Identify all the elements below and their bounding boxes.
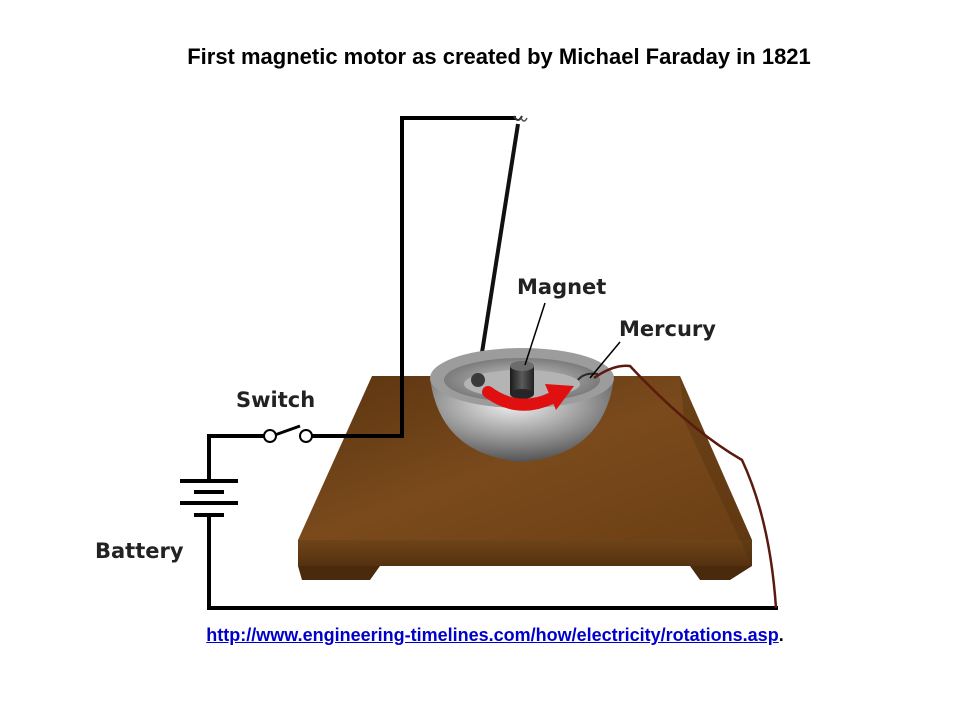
lead-wire — [577, 364, 778, 609]
label-leaders — [524, 302, 621, 379]
battery-label: Battery — [95, 539, 184, 563]
rotation-arrow-icon — [482, 384, 574, 411]
page-title: First magnetic motor as created by Micha… — [187, 44, 811, 69]
hanging-wire — [476, 115, 528, 379]
circuit-wire — [207, 116, 778, 610]
battery-icon — [180, 479, 238, 517]
magnet — [510, 361, 534, 399]
mercury-label: Mercury — [619, 317, 716, 341]
source-caption: http://www.engineering-timelines.com/how… — [0, 625, 960, 646]
wire-tip — [471, 373, 485, 387]
magnet-label: Magnet — [517, 275, 606, 299]
switch-icon — [263, 424, 313, 443]
source-link[interactable]: http://www.engineering-timelines.com/how… — [206, 625, 779, 645]
switch-label: Switch — [236, 388, 315, 412]
source-trailing-period: . — [778, 625, 784, 645]
